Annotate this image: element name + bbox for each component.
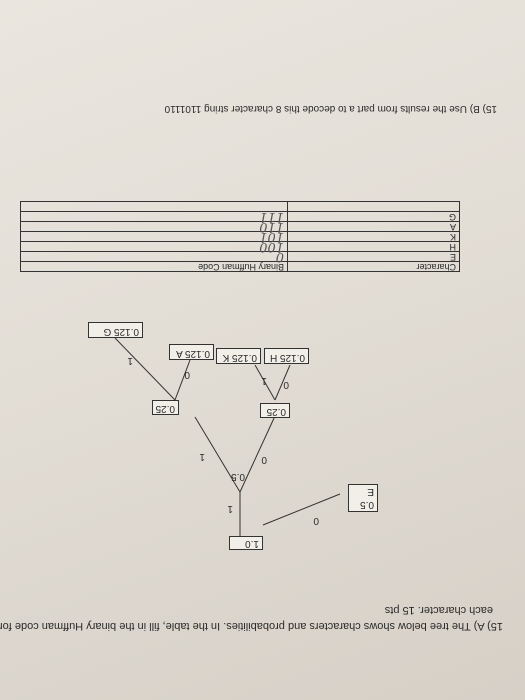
node-e-char: E: [367, 486, 374, 497]
table-row: H 100: [20, 239, 460, 254]
tree-leaf-h: 0.125 H: [264, 348, 309, 364]
table-row: K 101: [20, 229, 460, 244]
cell-char: K: [287, 231, 460, 242]
edge-label-lq-right: 1: [261, 375, 267, 386]
edge-label-half-right: 1: [199, 451, 205, 462]
tree-node-e: 0.5 E: [348, 484, 378, 512]
header-character: Character: [287, 261, 460, 272]
table-header-row: Character Binary Huffman Code: [20, 261, 460, 272]
cell-char: G: [287, 211, 460, 222]
header-binary-code: Binary Huffman Code: [20, 261, 288, 272]
edge-label-rq-right: 1: [127, 355, 133, 366]
edge-label-rq-left: 0: [184, 369, 190, 380]
cell-code-handwritten: 111: [20, 209, 288, 224]
table-row: [20, 201, 460, 212]
cell-code: [20, 201, 288, 212]
huffman-code-table: Character Binary Huffman Code E 0 H 100 …: [20, 201, 460, 272]
question-b: 15) B) Use the results from part a to de…: [164, 103, 497, 114]
table-row: A 110: [20, 219, 460, 234]
cell-code-handwritten: 101: [20, 229, 288, 244]
cell-code-handwritten: 100: [20, 239, 288, 254]
cell-char: A: [287, 221, 460, 232]
tree-node-left-quarter: 0.25: [260, 403, 290, 418]
cell-code-handwritten: 0: [20, 249, 288, 264]
tree-leaf-k: 0.125 K: [216, 348, 261, 364]
edge-label-lq-left: 0: [283, 379, 289, 390]
table-row: E 0: [20, 249, 460, 264]
tree-node-right-quarter: 0.25: [152, 400, 179, 415]
tree-node-half: 0.5: [231, 471, 245, 482]
cell-char: E: [287, 251, 460, 262]
cell-char: H: [287, 241, 460, 252]
cell-char: [287, 201, 460, 212]
cell-code-handwritten: 110: [20, 219, 288, 234]
tree-leaf-a: 0.125 A: [169, 344, 214, 360]
edge-label-half-left: 0: [261, 454, 267, 465]
node-e-prob: 0.5: [360, 499, 374, 510]
tree-root-node: 1.0: [229, 536, 263, 550]
edge-label-root-right: 1: [227, 503, 233, 514]
table-row: G 111: [20, 209, 460, 224]
edge-label-root-left: 0: [313, 515, 319, 526]
tree-leaf-g: 0.125 G: [88, 322, 143, 338]
